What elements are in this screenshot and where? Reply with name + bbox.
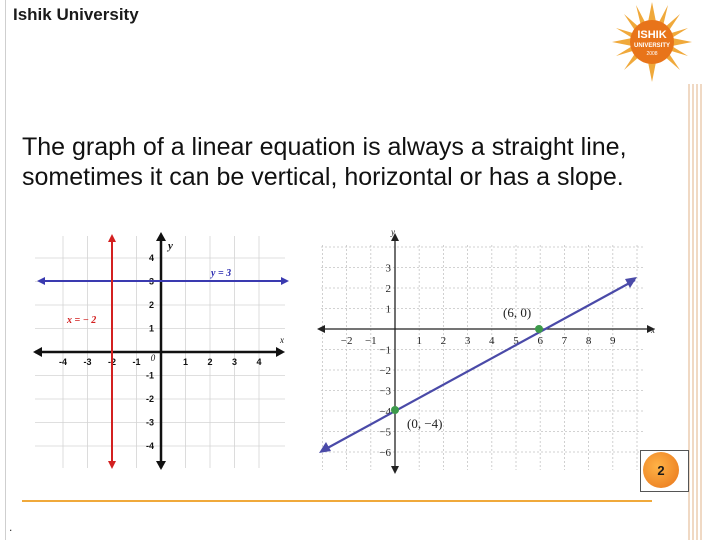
page-number: 2 <box>657 462 665 478</box>
right-graph-y-tick: −3 <box>379 386 391 398</box>
left-graph-y-tick: -1 <box>146 371 154 381</box>
right-decorative-stripes <box>688 84 702 540</box>
left-graph-x-tick: 4 <box>256 357 261 367</box>
right-graph-y-arrow-down <box>391 466 399 474</box>
sloped-line-arrow-up <box>625 277 637 288</box>
right-graph-y-label: y <box>390 227 395 237</box>
right-graph-x-arrow-right <box>647 325 655 333</box>
left-graph-y-arrow-down <box>156 461 166 470</box>
left-graph-origin-label: 0 <box>151 353 156 363</box>
left-graph-x-arrow-right <box>276 347 285 357</box>
point-y-intercept-label: (0, −4) <box>407 416 443 431</box>
right-graph-x-tick: 8 <box>586 335 592 347</box>
right-graph-x-tick: 4 <box>489 335 495 347</box>
left-graph-x-tick: -1 <box>132 357 140 367</box>
left-graph-y-tick: 2 <box>149 300 154 310</box>
left-graph-y-label: y <box>166 240 173 252</box>
university-logo: ISHIK UNIVERSITY 2008 <box>612 2 692 82</box>
left-margin-rule <box>5 0 6 540</box>
right-graph-x-tick: −2 <box>341 335 353 347</box>
right-graph-x-tick: 6 <box>537 335 543 347</box>
right-graph-x-tick: 7 <box>562 335 568 347</box>
logo-seal <box>630 20 674 64</box>
slide-body-text: The graph of a linear equation is always… <box>22 133 627 191</box>
right-graph-x-tick: 5 <box>513 335 519 347</box>
logo-line1: ISHIK <box>637 29 666 41</box>
right-graph-y-tick: −5 <box>379 427 391 439</box>
right-graph-x-tick: 2 <box>441 335 447 347</box>
logo-line2: UNIVERSITY <box>634 43 670 49</box>
page-number-badge: 2 <box>643 452 679 488</box>
left-graph-x-tick: 1 <box>183 357 188 367</box>
right-graph-y-tick: 3 <box>386 263 392 275</box>
left-graph-y-tick: -4 <box>146 441 154 451</box>
vertical-line-arrow-down <box>108 461 116 469</box>
right-graph-x-tick: 1 <box>416 335 422 347</box>
right-graph-x-tick: −1 <box>365 335 377 347</box>
right-graph-x-tick: 3 <box>465 335 471 347</box>
horizontal-line-label: y = 3 <box>210 268 231 279</box>
right-graph-y-tick: −2 <box>379 365 391 377</box>
right-graph-y-tick-labels: 321−1−2−3−4−5−6 <box>379 263 391 460</box>
logo-line3: 2008 <box>646 51 657 57</box>
left-graph-y-tick: 4 <box>149 253 154 263</box>
left-graph-y-tick: 1 <box>149 324 154 334</box>
left-graph-x-label: x <box>279 335 284 345</box>
left-graph-x-tick: -4 <box>59 357 67 367</box>
sloped-line-arrow-down <box>319 442 331 453</box>
point-x-intercept-label: (6, 0) <box>503 305 531 320</box>
vertical-line-arrow-up <box>108 234 116 242</box>
footnote-mark: . <box>9 520 13 534</box>
horizontal-line-arrow-right <box>281 277 289 285</box>
right-graph-y-tick: 1 <box>386 304 392 316</box>
left-graph-x-tick: 2 <box>207 357 212 367</box>
left-graph-y-arrow-up <box>156 232 166 241</box>
right-graph-y-arrow-up <box>391 233 399 241</box>
right-graph-x-tick: 9 <box>610 335 616 347</box>
left-graph-x-arrow-left <box>33 347 42 357</box>
right-graph-x-tick-labels: −2 −1 1 2 3 4 5 6 7 8 9 <box>341 335 616 347</box>
vertical-line-label: x = − 2 <box>66 315 96 326</box>
right-graph-y-tick: −1 <box>379 345 391 357</box>
point-x-intercept <box>535 325 543 333</box>
horizontal-line-arrow-left <box>37 277 45 285</box>
left-graph-x-tick: 3 <box>232 357 237 367</box>
left-graph-y-tick: -3 <box>146 418 154 428</box>
left-graph-x-tick: -3 <box>83 357 91 367</box>
point-y-intercept <box>391 406 399 414</box>
right-graph-x-label: x <box>650 325 655 335</box>
university-name: Ishik University <box>13 5 139 24</box>
right-graph-y-tick: −6 <box>379 447 391 459</box>
right-graph-x-arrow-left <box>317 325 325 333</box>
right-graph-y-tick: 2 <box>386 283 392 295</box>
footer-rule <box>22 500 652 502</box>
right-graph-grid <box>321 245 645 470</box>
left-graph-y-tick: -2 <box>146 394 154 404</box>
sloped-line <box>321 279 636 452</box>
